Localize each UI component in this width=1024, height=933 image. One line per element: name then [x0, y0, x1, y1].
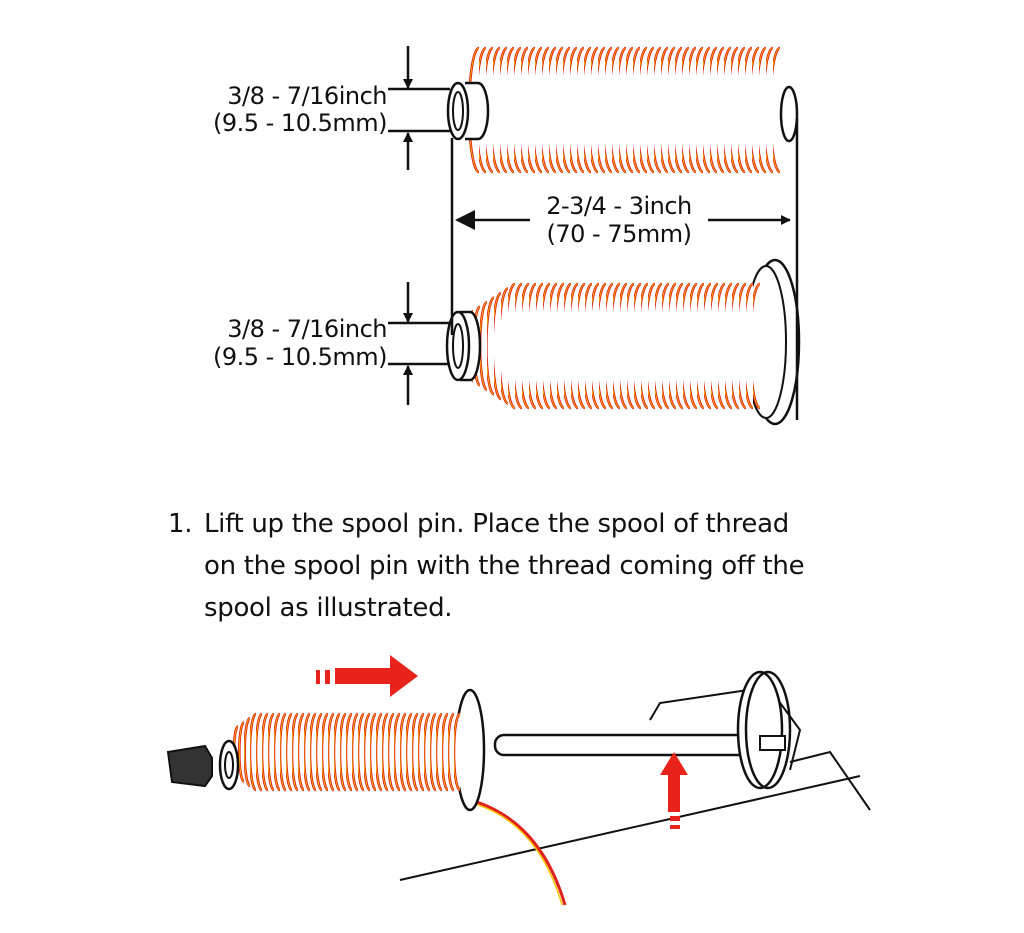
thread-winding	[404, 712, 413, 792]
thread-winding	[290, 712, 299, 792]
spool-pin-illustration	[166, 655, 871, 906]
thread-winding	[484, 296, 495, 396]
instruction-line: on the spool pin with the thread coming …	[204, 551, 805, 581]
thread-winding	[452, 712, 461, 792]
length-mm-label: (70 - 75mm)	[546, 220, 692, 248]
thread-winding	[272, 712, 281, 792]
thread-winding	[446, 712, 455, 792]
thread-winding	[434, 712, 443, 792]
bottom-core-mm-label: (9.5 - 10.5mm)	[212, 343, 388, 371]
thread-winding	[392, 712, 401, 792]
thread-winding	[260, 712, 269, 792]
bottom-spool	[445, 258, 801, 426]
top-spool	[446, 46, 799, 174]
top-core-inch-label: 3/8 - 7/16inch	[227, 82, 387, 110]
thread-winding	[410, 712, 419, 792]
top-core-mm-label: (9.5 - 10.5mm)	[212, 109, 388, 137]
thread-winding	[422, 712, 431, 792]
instruction-step-1: 1. Lift up the spool pin. Place the spool…	[168, 503, 805, 629]
thread-winding	[244, 717, 251, 787]
thread-winding	[284, 712, 293, 792]
thread-winding	[320, 712, 329, 792]
thread-winding	[398, 712, 407, 792]
thread-winding	[314, 712, 323, 792]
instruction-line: spool as illustrated.	[204, 593, 453, 623]
thread-winding	[362, 712, 371, 792]
thread-winding	[266, 712, 275, 792]
thread-winding	[308, 712, 317, 792]
thread-winding	[428, 712, 437, 792]
thread-winding	[368, 712, 377, 792]
thread-winding	[350, 712, 359, 792]
thread-winding	[374, 712, 383, 792]
thread-winding	[386, 712, 395, 792]
step-number: 1.	[168, 509, 193, 539]
thread-winding	[380, 712, 389, 792]
thread-winding	[237, 721, 245, 783]
thread-winding	[416, 712, 425, 792]
thread-winding	[238, 722, 245, 782]
thread-winding	[440, 712, 449, 792]
bottom-core-inch-label: 3/8 - 7/16inch	[227, 315, 387, 343]
length-inch-label: 2-3/4 - 3inch	[546, 192, 692, 220]
thread-winding	[296, 712, 305, 792]
thread-winding	[356, 712, 365, 792]
thread-winding	[344, 712, 353, 792]
thread-winding	[326, 712, 335, 792]
thread-winding	[248, 712, 257, 792]
lift-arrow-icon	[660, 752, 688, 829]
push-arrow-icon	[316, 655, 418, 697]
spool-cap-icon	[166, 744, 213, 788]
thread-winding	[243, 716, 251, 788]
thread-winding	[278, 712, 287, 792]
thread-winding	[338, 712, 347, 792]
thread-winding	[254, 712, 263, 792]
thread-winding	[302, 712, 311, 792]
dimension-lines	[388, 46, 799, 420]
instruction-line: Lift up the spool pin. Place the spool o…	[204, 509, 789, 539]
thread-winding	[332, 712, 341, 792]
